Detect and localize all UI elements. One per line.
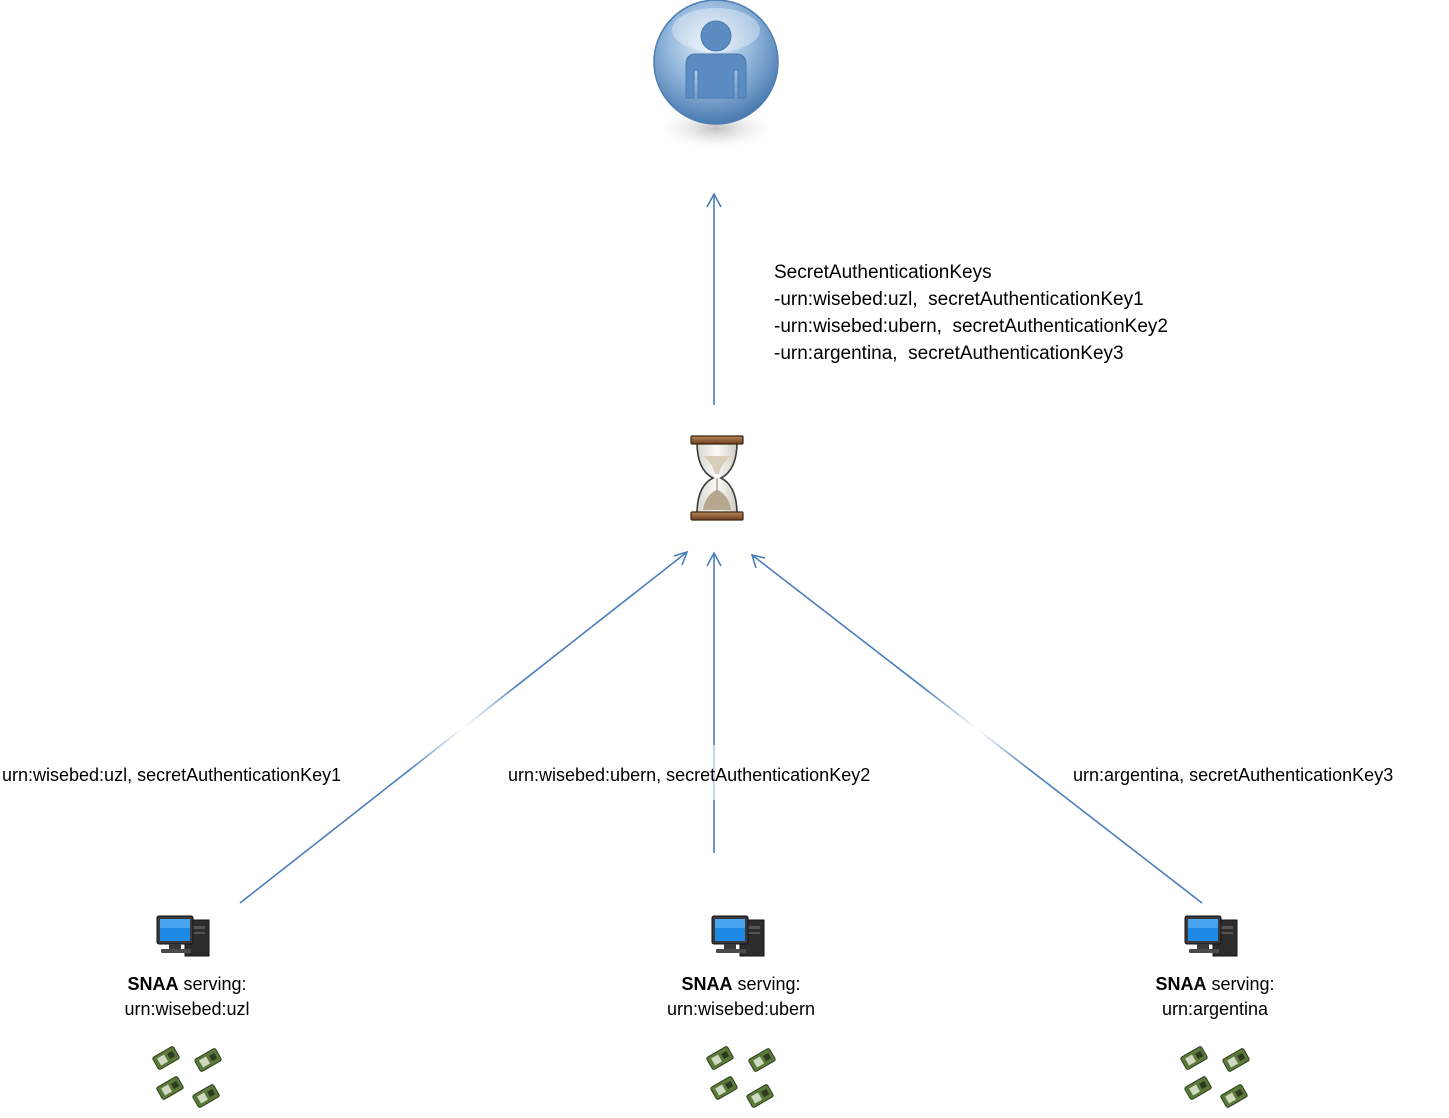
snaa-urn: urn:argentina — [1161, 999, 1269, 1019]
edge-label-uzl: urn:wisebed:uzl, secretAuthenticationKey… — [2, 765, 342, 785]
snaa-label-uzl: SNAA serving: urn:wisebed:uzl — [87, 972, 287, 1022]
sensor-nodes-icon — [1178, 1044, 1254, 1110]
user-icon — [650, 0, 782, 158]
arrow-ubern-to-aggregator — [706, 551, 722, 853]
edge-label-argentina: urn:argentina, secretAuthenticationKey3 — [1073, 765, 1394, 785]
hourglass-icon — [689, 434, 745, 522]
computer-icon — [710, 914, 770, 960]
sensor-nodes-icon — [704, 1044, 780, 1110]
sensor-nodes-icon — [150, 1044, 226, 1110]
arrow-to-user — [706, 192, 722, 405]
secret-keys-title: SecretAuthenticationKeys — [774, 262, 992, 283]
secret-key-line: -urn:argentina, secretAuthenticationKey3 — [774, 343, 1124, 364]
snaa-serving: serving: — [178, 974, 247, 994]
edge-label-ubern: urn:wisebed:ubern, secretAuthenticationK… — [508, 765, 871, 785]
computer-icon — [1183, 914, 1243, 960]
snaa-serving: serving: — [1206, 974, 1275, 994]
snaa-title: SNAA — [681, 974, 733, 994]
snaa-urn: urn:wisebed:uzl — [124, 999, 250, 1019]
secret-key-line: -urn:wisebed:uzl, secretAuthenticationKe… — [774, 289, 1144, 310]
secret-key-line: -urn:wisebed:ubern, secretAuthentication… — [774, 316, 1168, 337]
secret-keys-text: SecretAuthenticationKeys -urn:wisebed:uz… — [774, 259, 1168, 367]
snaa-title: SNAA — [1155, 974, 1207, 994]
snaa-urn: urn:wisebed:ubern — [666, 999, 816, 1019]
snaa-title: SNAA — [127, 974, 179, 994]
arrow-argentina-to-aggregator — [750, 553, 1203, 904]
snaa-label-ubern: SNAA serving: urn:wisebed:ubern — [641, 972, 841, 1022]
snaa-serving: serving: — [732, 974, 801, 994]
snaa-label-argentina: SNAA serving: urn:argentina — [1115, 972, 1315, 1022]
computer-icon — [155, 914, 215, 960]
arrow-uzl-to-aggregator — [239, 550, 689, 904]
